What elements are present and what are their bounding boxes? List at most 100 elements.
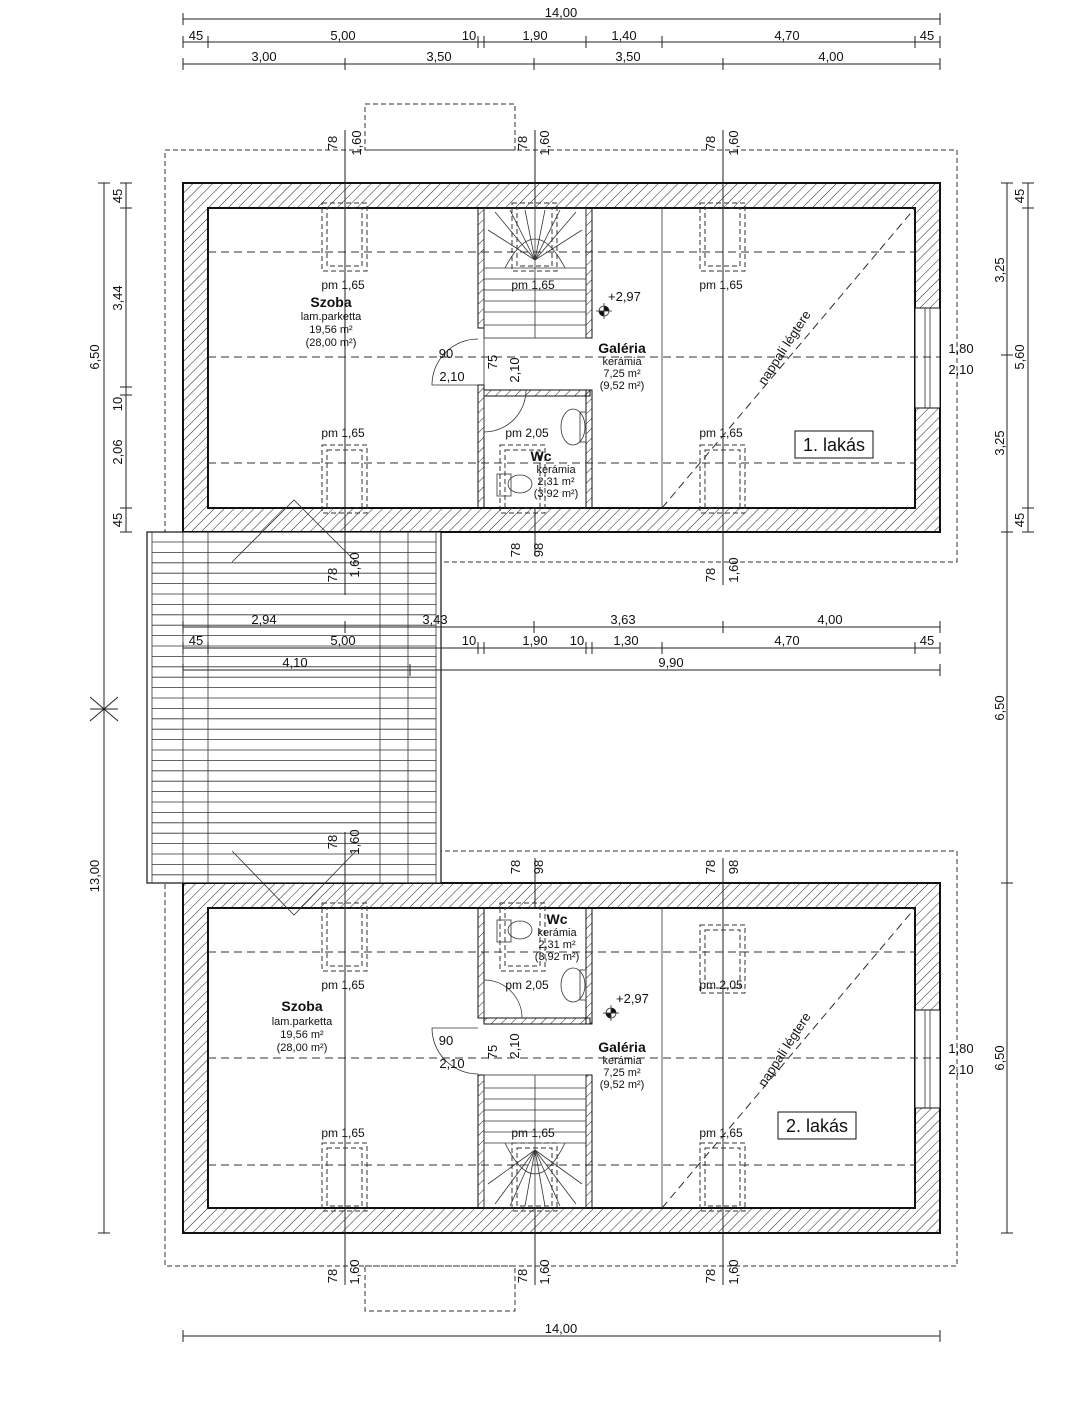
dim-mid-r2-7: 45 xyxy=(920,633,934,648)
dim-overall-bottom: 14,00 xyxy=(545,1321,578,1336)
dim-top-r2-1: 3,50 xyxy=(426,49,451,64)
room-area-gross: (28,00 m²) xyxy=(277,1042,328,1054)
dim-top-r1-1: 5,00 xyxy=(330,28,355,43)
mark-78: 78 xyxy=(325,1269,340,1283)
unit-tag: 2. lakás xyxy=(786,1116,848,1136)
roof-window-inner xyxy=(704,207,741,267)
mark-160: 1,60 xyxy=(347,1259,362,1284)
level-label: +2,97 xyxy=(608,289,641,304)
pm-label: pm 2,05 xyxy=(505,978,549,992)
mark-160: 1,60 xyxy=(537,130,552,155)
airspace-label: nappali légtere xyxy=(755,308,814,388)
mark-160: 1,60 xyxy=(347,829,362,854)
mark-78: 78 xyxy=(508,543,523,557)
dim-top-r1-6: 45 xyxy=(920,28,934,43)
room-area: 7,25 m² xyxy=(603,368,641,380)
roof-window-inner xyxy=(704,929,741,989)
right-dimensions: 3,25 3,25 6,50 6,50 45 5,60 45 xyxy=(992,182,1034,1234)
room-floor: lam.parketta xyxy=(272,1016,333,1028)
dim-top-r2-0: 3,00 xyxy=(251,49,276,64)
room-area-gross: (3,92 m²) xyxy=(534,488,579,500)
room-area-gross: (9,52 m²) xyxy=(600,1079,645,1091)
pm-label: pm 1,65 xyxy=(699,426,743,440)
unit2-stairs xyxy=(483,1074,587,1209)
room-name-wc: Wc xyxy=(531,448,552,464)
unit1-doors xyxy=(431,338,527,433)
pm-label: pm 1,65 xyxy=(321,426,365,440)
mark-160: 1,60 xyxy=(726,130,741,155)
top-dimensions: 14,00 45 5,00 10 1,90 1,40 4,70 45 3,00 … xyxy=(182,5,941,70)
roof-window xyxy=(321,202,368,272)
mark-78: 78 xyxy=(703,136,718,150)
dim-mid-r2-5: 1,30 xyxy=(613,633,638,648)
mark-210: 2,10 xyxy=(948,1062,973,1077)
roof-window xyxy=(699,444,746,514)
middle-dimensions: 2,94 3,43 3,63 4,00 45 5,00 10 1,90 10 1… xyxy=(182,612,941,676)
mark-210: 2,10 xyxy=(439,1056,464,1071)
roof-window-inner xyxy=(516,1147,553,1207)
dim-left-650: 6,50 xyxy=(87,344,102,369)
dim-left-1300: 13,00 xyxy=(87,860,102,893)
dim-mid-r2-4: 10 xyxy=(570,633,584,648)
pm-label: pm 1,65 xyxy=(699,278,743,292)
dim-left-10: 10 xyxy=(110,397,125,411)
dim-top-r1-4: 1,40 xyxy=(611,28,636,43)
airspace-diagonals xyxy=(661,207,916,1209)
mark-98: 98 xyxy=(531,860,546,874)
mark-78: 78 xyxy=(325,568,340,582)
level-marker xyxy=(603,1005,619,1021)
mark-210: 2,10 xyxy=(507,357,522,382)
room-area-gross: (9,52 m²) xyxy=(600,380,645,392)
terrace-deck xyxy=(146,499,442,916)
roof-window xyxy=(699,202,746,272)
dim-mid-r2-1: 5,00 xyxy=(330,633,355,648)
dim-mid-r3-0: 4,10 xyxy=(282,655,307,670)
room-area: 7,25 m² xyxy=(603,1067,641,1079)
room-floor: kerámia xyxy=(537,927,577,939)
mark-160: 1,60 xyxy=(349,130,364,155)
pm-label: pm 2,05 xyxy=(699,978,743,992)
mark-78: 78 xyxy=(515,1269,530,1283)
unit1-wc-fixtures xyxy=(496,408,587,497)
pm-label: pm 1,65 xyxy=(511,1126,555,1140)
room-area-gross: (28,00 m²) xyxy=(306,337,357,349)
room-name-galeria: Galéria xyxy=(598,1039,646,1055)
roof-window-inner xyxy=(504,907,541,967)
opening-marks: 78 1,60 78 1,60 78 1,60 78 98 78 1,60 78… xyxy=(325,130,974,1284)
dim-left-45a: 45 xyxy=(110,189,125,203)
roof-window xyxy=(321,444,368,514)
room-floor: kerámia xyxy=(536,464,576,476)
roof-window-inner xyxy=(326,907,363,967)
mark-78: 78 xyxy=(325,835,340,849)
dim-top-r1-5: 4,70 xyxy=(774,28,799,43)
dim-right-325b: 3,25 xyxy=(992,430,1007,455)
dim-right-45a: 45 xyxy=(1012,189,1027,203)
unit1-walls xyxy=(182,182,941,533)
dim-right-560: 5,60 xyxy=(1012,344,1027,369)
mark-90: 90 xyxy=(439,1033,453,1048)
unit2-labels: pm 1,65 pm 2,05 pm 2,05 pm 1,65 pm 1,65 … xyxy=(272,911,857,1140)
roof-window xyxy=(321,902,368,972)
dim-mid-r2-2: 10 xyxy=(462,633,476,648)
roof-window-inner xyxy=(516,207,553,267)
dim-mid-r2-6: 4,70 xyxy=(774,633,799,648)
dim-top-r1-0: 45 xyxy=(189,28,203,43)
roof-window xyxy=(511,202,558,272)
mark-180: 1,80 xyxy=(948,341,973,356)
dim-left-344: 3,44 xyxy=(110,285,125,310)
mark-98: 98 xyxy=(531,543,546,557)
mark-210: 2,10 xyxy=(507,1033,522,1058)
mark-78: 78 xyxy=(703,568,718,582)
mark-78: 78 xyxy=(703,860,718,874)
pm-label: pm 1,65 xyxy=(511,278,555,292)
roof-window xyxy=(511,1142,558,1212)
mark-75: 75 xyxy=(485,355,500,369)
room-floor: kerámia xyxy=(602,1055,642,1067)
dim-mid-r2-3: 1,90 xyxy=(522,633,547,648)
room-floor: kerámia xyxy=(602,356,642,368)
dim-mid-r1-2: 3,63 xyxy=(610,612,635,627)
room-area: 19,56 m² xyxy=(309,324,353,336)
unit-tag: 1. lakás xyxy=(803,435,865,455)
unit2-doors xyxy=(431,979,523,1075)
roof-window-inner xyxy=(704,449,741,509)
